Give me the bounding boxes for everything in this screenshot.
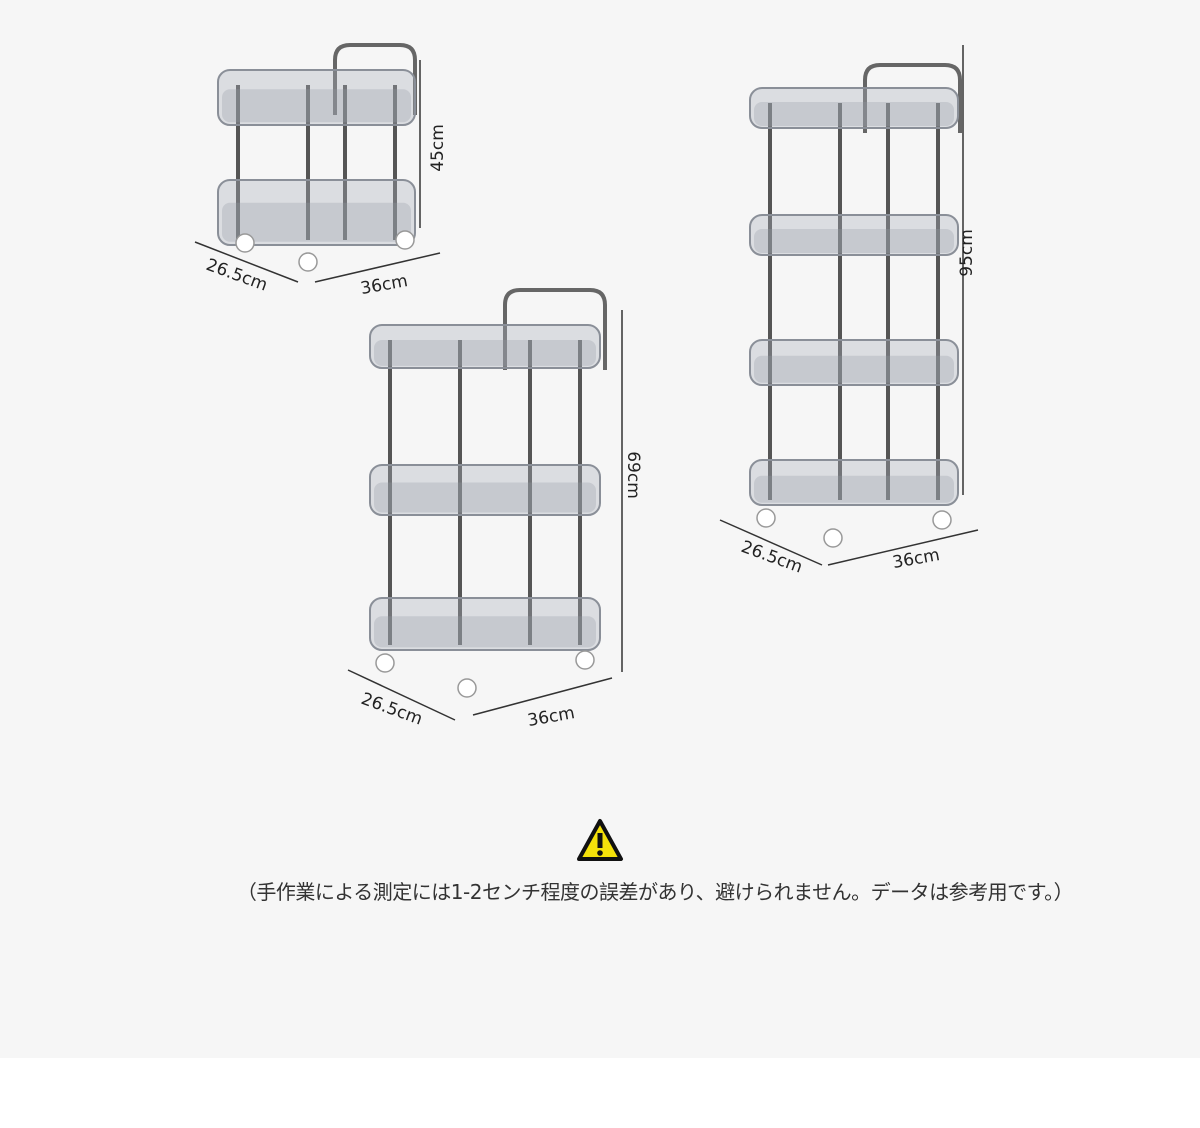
cart-3-tier-wheel: [375, 653, 395, 673]
cart-2-tier-handle: [333, 43, 417, 115]
cart-4-tier-wheel: [756, 508, 776, 528]
cart-2tier-width-label: 36cm: [359, 271, 409, 299]
cart-4-tier-basket-ribs: [754, 102, 954, 126]
cart-2-tier-depth-line: [194, 241, 299, 283]
cart-2-tier-basket: [217, 69, 416, 126]
cart-4-tier-depth-line: [719, 519, 823, 566]
cart-2-tier-basket-ribs: [222, 89, 411, 123]
cart-2-tier-wheel: [298, 252, 318, 272]
cart-2tier-depth-label: 26.5cm: [203, 255, 270, 296]
product-dimension-diagram: 45cm 26.5cm 36cm 69cm 26.5cm 36cm 95cm 2…: [194, 43, 1074, 904]
cart-3-tier-handle: [503, 288, 607, 370]
cart-2-tier-wheel: [235, 233, 255, 253]
cart-3tier-depth-label: 26.5cm: [358, 689, 425, 730]
cart-3-tier-wheel: [457, 678, 477, 698]
cart-4-tier-basket-ribs: [754, 355, 954, 383]
warning-triangle-icon: [577, 819, 623, 861]
cart-3tier-width-label: 36cm: [526, 703, 576, 731]
cart-3-tier-basket: [369, 597, 601, 651]
cart-4-tier-wheel: [823, 528, 843, 548]
measurement-disclaimer: （手作業による測定には1-2センチ程度の誤差があり、避けられません。データは参考…: [236, 880, 1074, 904]
cart-3-tier-wheel: [575, 650, 595, 670]
cart-3tier-height-label: 69cm: [623, 451, 643, 499]
cart-2-tier-basket-ribs: [222, 202, 411, 242]
cart-4-tier-wheel: [932, 510, 952, 530]
cart-4-tier-basket: [749, 87, 959, 129]
cart-3-tier-basket-ribs: [374, 616, 596, 648]
cart-2-tier-basket: [217, 179, 416, 246]
cart-4-tier-basket: [749, 459, 959, 506]
cart-2-tier-width-line: [314, 252, 441, 283]
cart-4-tier-basket-ribs: [754, 229, 954, 253]
cart-4-tier-basket-ribs: [754, 475, 954, 503]
cart-3-tier-basket-ribs: [374, 340, 596, 366]
cart-4-tier-basket: [749, 339, 959, 386]
cart-3-tier-depth-line: [347, 669, 456, 721]
cart-2-tier-wheel: [395, 230, 415, 250]
cart-3-tier-basket: [369, 464, 601, 516]
cart-3-tier-basket-ribs: [374, 482, 596, 513]
cart-4-tier-width-line: [827, 529, 979, 566]
cart-4-tier-basket: [749, 214, 959, 256]
cart-3-tier-width-line: [472, 677, 613, 716]
carts-illustration: 45cm 26.5cm 36cm 69cm 26.5cm 36cm 95cm 2…: [194, 43, 979, 861]
cart-4-tier-handle: [863, 63, 962, 133]
cart-2tier-height-label: 45cm: [428, 124, 448, 172]
cart-4tier-height-label: 95cm: [957, 229, 977, 277]
cart-3-tier-basket: [369, 324, 601, 369]
